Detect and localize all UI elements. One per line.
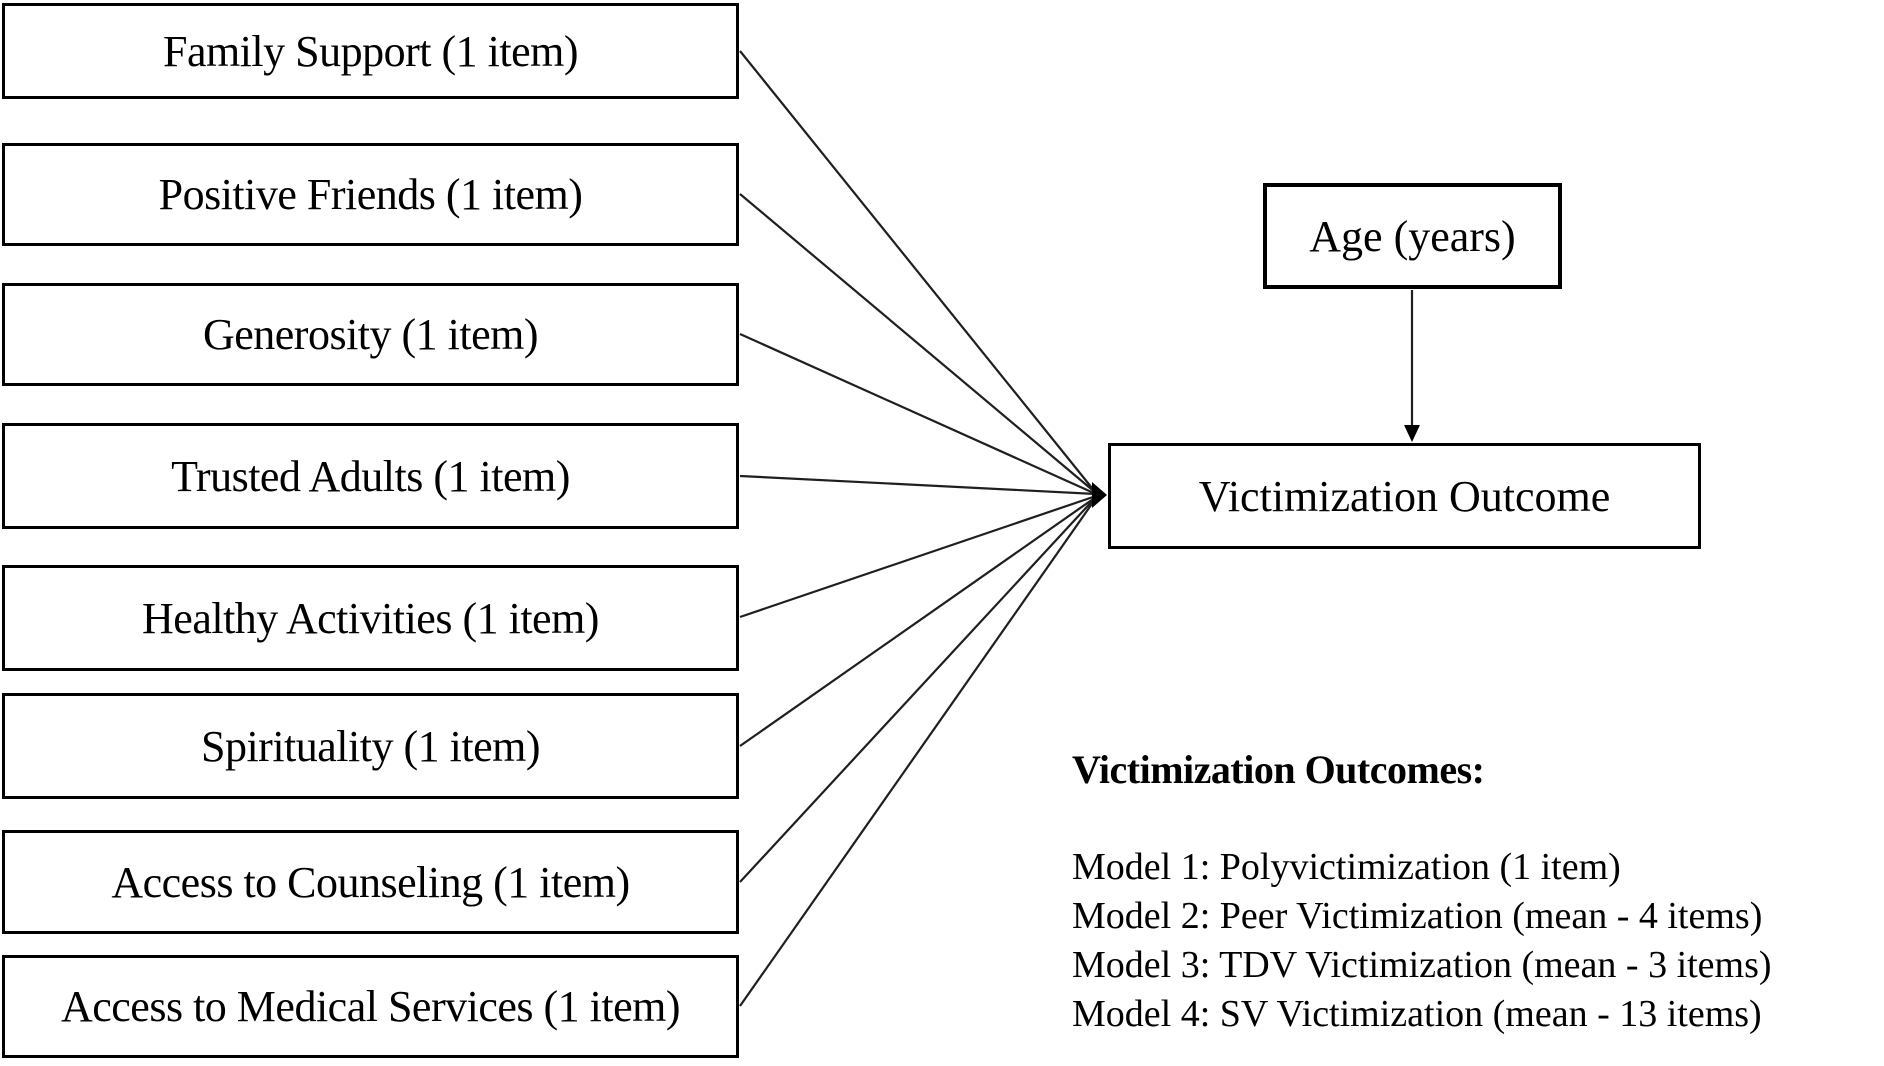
predictor-box-access-counseling: Access to Counseling (1 item) xyxy=(2,830,739,934)
legend-title: Victimization Outcomes: xyxy=(1072,747,1485,792)
predictor-label: Access to Medical Services (1 item) xyxy=(60,982,681,1031)
path-line-spirituality xyxy=(739,496,1097,747)
path-line-access-counseling xyxy=(739,496,1097,883)
arrowhead-icon xyxy=(1092,482,1107,508)
legend-title-block: Victimization Outcomes: xyxy=(1072,746,1485,793)
predictor-label: Healthy Activities (1 item) xyxy=(142,593,599,643)
predictor-box-trusted-adults: Trusted Adults (1 item) xyxy=(2,423,739,529)
predictor-to-outcome-lines xyxy=(739,50,1097,1007)
arrowhead-icon xyxy=(1404,425,1420,442)
predictor-label: Access to Counseling (1 item) xyxy=(111,857,630,907)
model-line-3: Model 3: TDV Victimization (mean - 3 ite… xyxy=(1072,944,1772,986)
predictor-label: Family Support (1 item) xyxy=(162,26,579,76)
predictor-box-positive-friends: Positive Friends (1 item) xyxy=(2,143,739,246)
predictor-label: Spirituality (1 item) xyxy=(200,721,541,771)
predictor-label: Trusted Adults (1 item) xyxy=(171,451,570,501)
covariate-box-age: Age (years) xyxy=(1263,183,1562,289)
predictor-box-access-medical: Access to Medical Services (1 item) xyxy=(2,955,739,1058)
predictor-box-spirituality: Spirituality (1 item) xyxy=(2,693,739,799)
path-line-generosity xyxy=(739,332,1097,496)
path-line-positive-friends xyxy=(739,193,1097,494)
model-list: Model 1: Polyvictimization (1 item) Mode… xyxy=(1072,843,1772,1039)
path-line-trusted-adults xyxy=(739,474,1097,496)
path-line-access-medical xyxy=(739,497,1097,1007)
outcome-label: Victimization Outcome xyxy=(1198,471,1611,521)
predictor-box-generosity: Generosity (1 item) xyxy=(2,283,739,386)
predictor-label: Positive Friends (1 item) xyxy=(158,170,583,219)
path-line-healthy-activities xyxy=(739,494,1097,619)
outcome-box-victimization: Victimization Outcome xyxy=(1108,443,1701,549)
model-line-2: Model 2: Peer Victimization (mean - 4 it… xyxy=(1072,895,1763,937)
model-line-1: Model 1: Polyvictimization (1 item) xyxy=(1072,846,1621,888)
covariate-label: Age (years) xyxy=(1309,211,1516,261)
predictor-label: Generosity (1 item) xyxy=(202,310,539,359)
path-line-family-support xyxy=(739,50,1097,494)
predictor-box-family-support: Family Support (1 item) xyxy=(2,3,739,99)
predictor-box-healthy-activities: Healthy Activities (1 item) xyxy=(2,565,739,671)
model-line-4: Model 4: SV Victimization (mean - 13 ite… xyxy=(1072,993,1762,1035)
